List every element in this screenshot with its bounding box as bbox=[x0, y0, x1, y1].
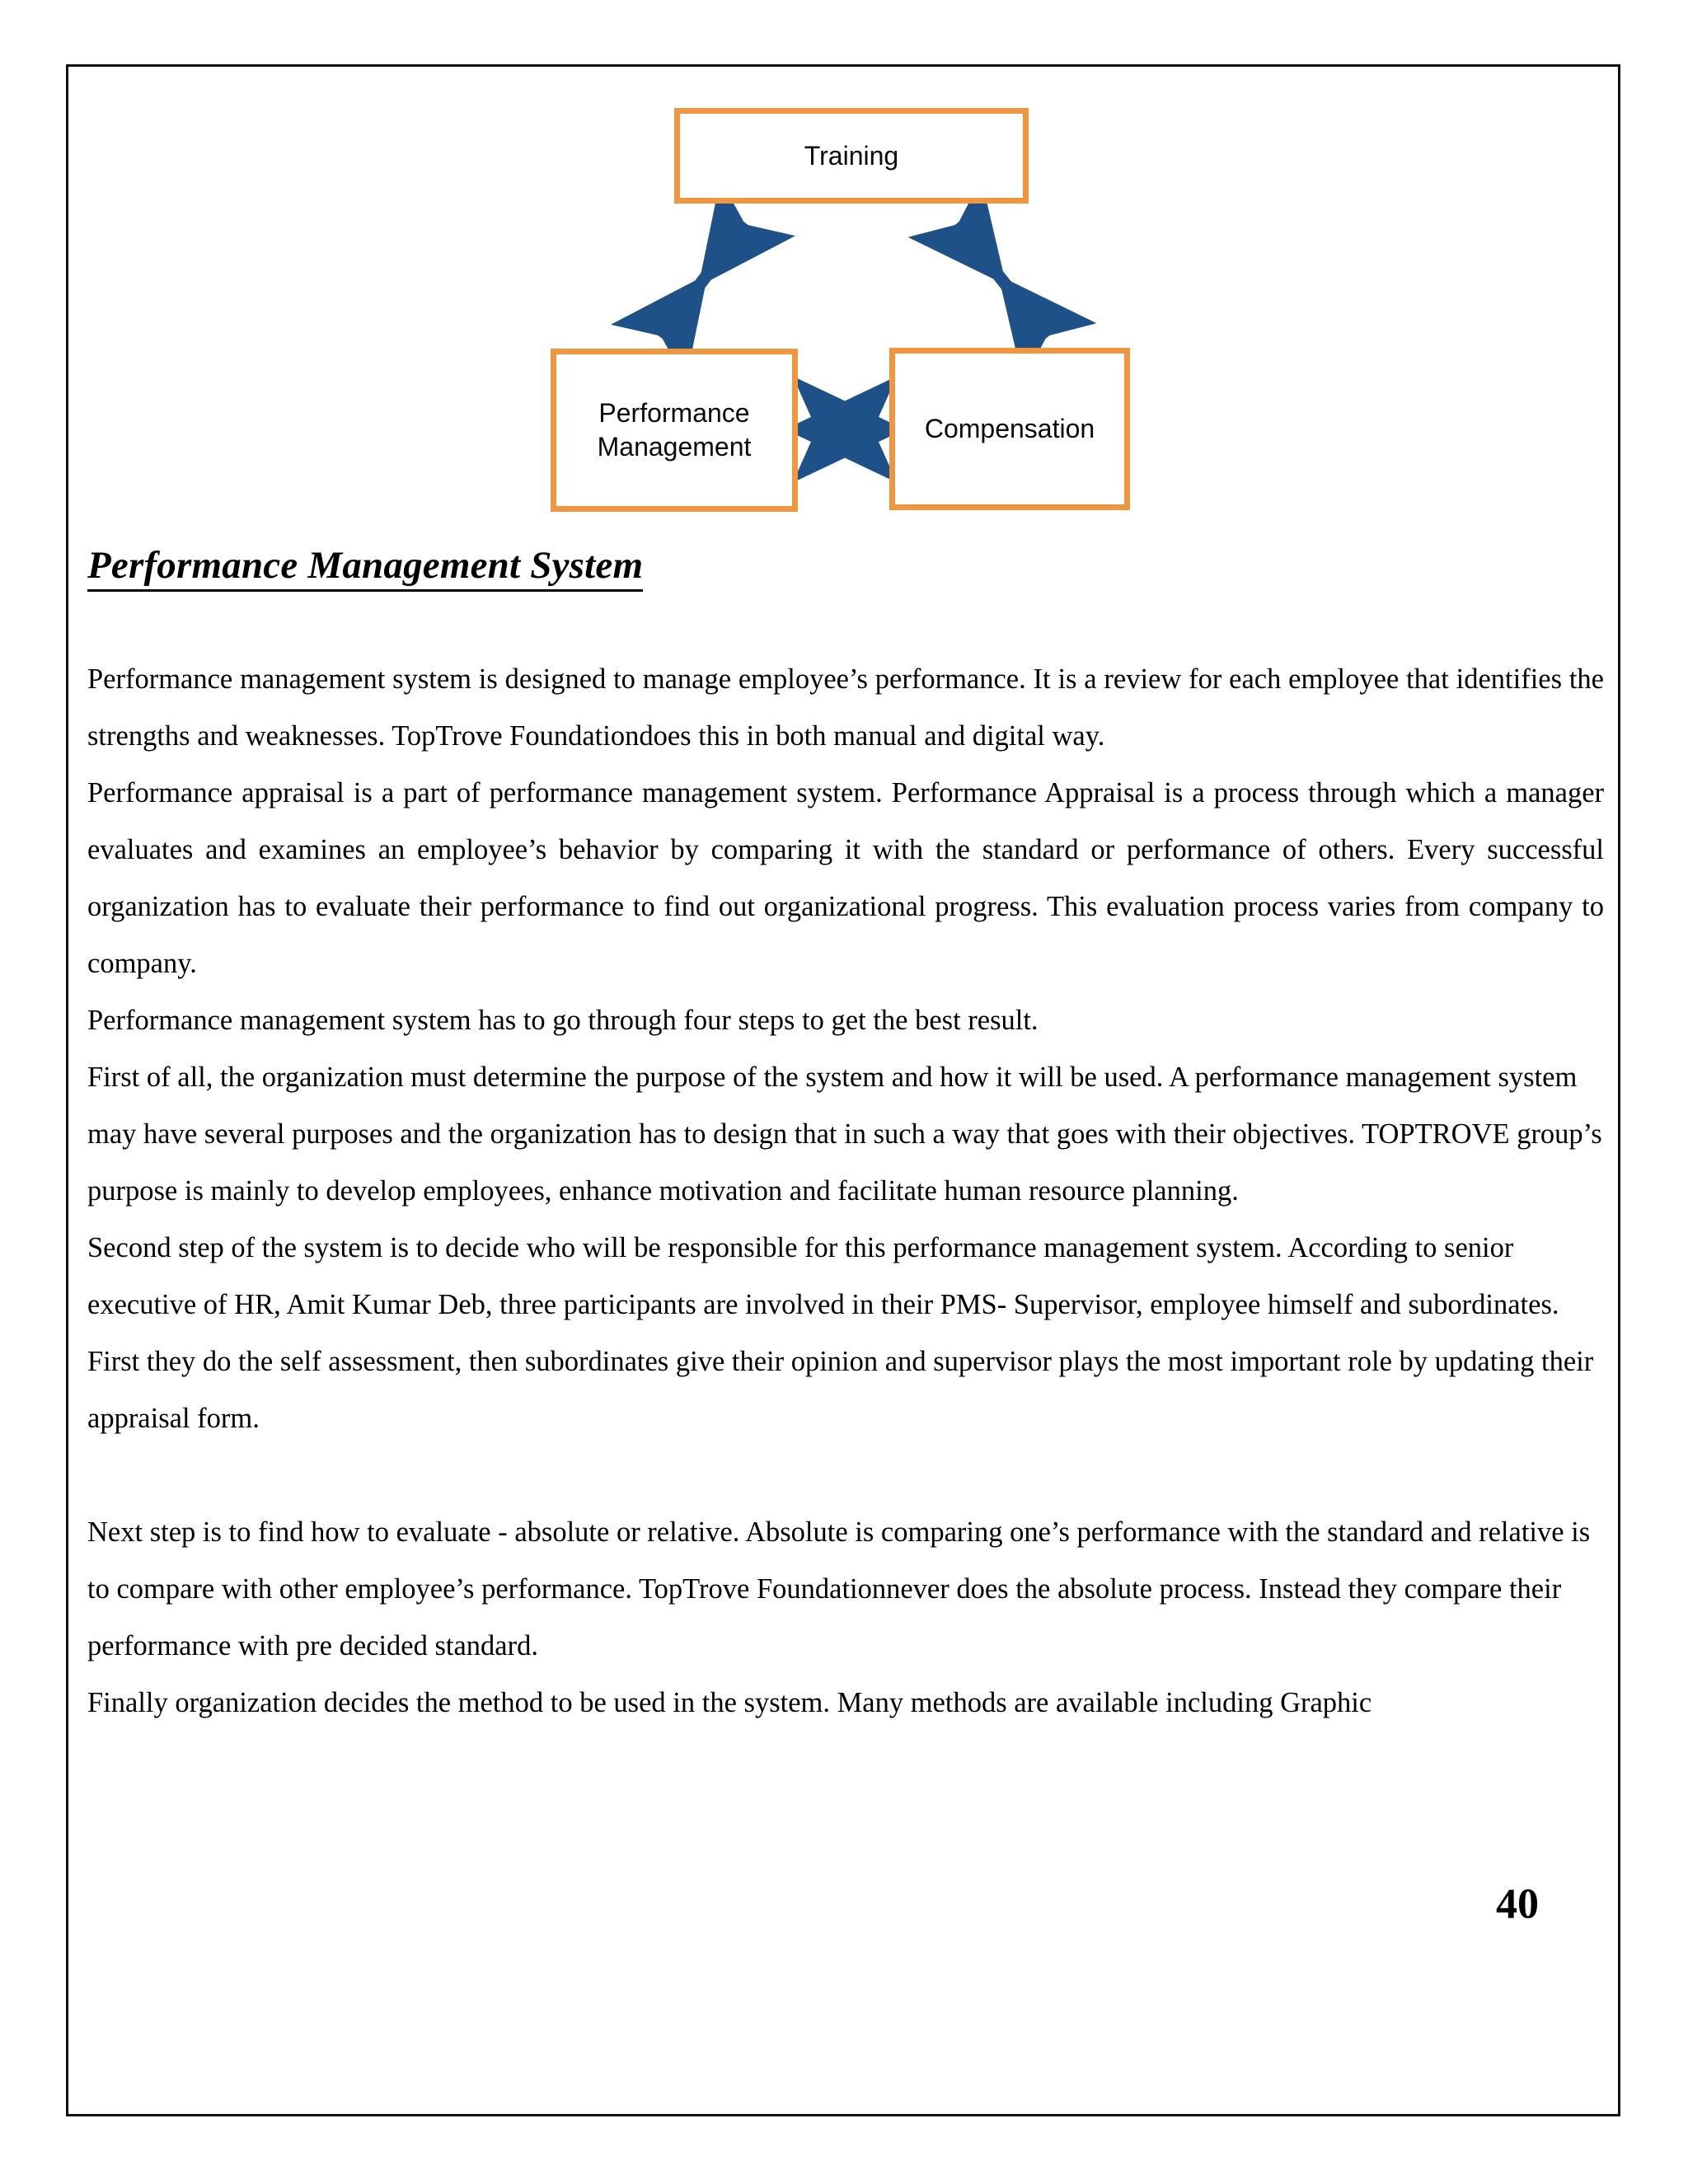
paragraph-four-steps: Performance management system has to go … bbox=[87, 1004, 1039, 1036]
connector-pm-training bbox=[611, 179, 795, 382]
diagram-box-training-label: Training bbox=[804, 140, 899, 171]
page-title: Performance Management System bbox=[87, 544, 644, 592]
connector-training-compensation bbox=[907, 178, 1097, 382]
paragraph-step-three-evaluation: Next step is to find how to evaluate - a… bbox=[87, 1516, 1591, 1661]
paragraph-intro: Performance management system is designe… bbox=[87, 663, 1604, 752]
heading-wrapper: Performance Management System bbox=[87, 544, 1604, 651]
paragraph-step-one-purpose: First of all, the organization must dete… bbox=[87, 1061, 1602, 1207]
page-number: 40 bbox=[1496, 1881, 1539, 1928]
diagram-box-compensation[interactable]: Compensation bbox=[889, 348, 1130, 510]
paragraph-step-four-method: Finally organization decides the method … bbox=[87, 1686, 1372, 1718]
paragraph-step-two-responsibility: Second step of the system is to decide w… bbox=[87, 1231, 1594, 1434]
diagram-box-performance-management[interactable]: Performance Management bbox=[551, 349, 798, 512]
diagram-box-performance-management-label: Performance Management bbox=[597, 398, 752, 462]
diagram-box-compensation-label: Compensation bbox=[924, 414, 1095, 444]
document-page: Training Performance Management Compensa… bbox=[66, 64, 1620, 2116]
document-body: Performance Management System Performanc… bbox=[68, 544, 1618, 1732]
diagram-box-training[interactable]: Training bbox=[674, 108, 1029, 204]
hr-triangle-diagram: Training Performance Management Compensa… bbox=[68, 67, 1618, 545]
diagram-connectors bbox=[611, 178, 1097, 483]
paragraph-appraisal-definition: Performance appraisal is a part of perfo… bbox=[87, 776, 1604, 979]
paragraph-spacer bbox=[87, 1447, 1604, 1504]
